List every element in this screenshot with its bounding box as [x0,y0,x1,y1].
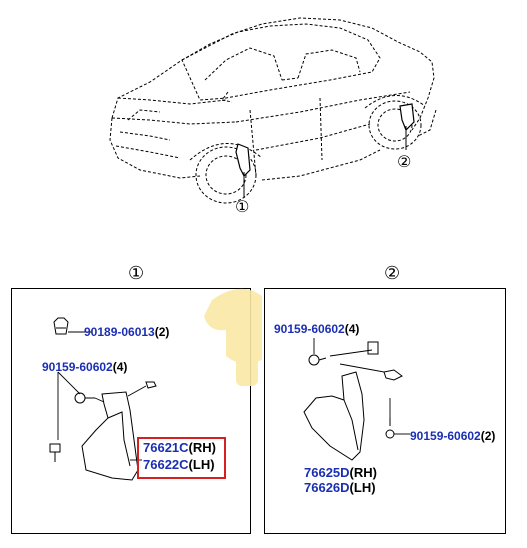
part-76622C-lh[interactable]: 76622C(LH) [143,457,215,472]
callout-front-mudflap: ① [235,197,250,216]
part-76626D-lh[interactable]: 76626D(LH) [304,480,376,495]
panel-1-label: ① [128,263,145,284]
panel-2-label: ② [384,263,401,284]
callout-rear-mudflap: ② [397,152,412,171]
part-76625D-rh[interactable]: 76625D(RH) [304,465,377,480]
panel-1 [11,288,251,534]
highlight-box [137,437,226,479]
part-90159-60602-panel2-bottom[interactable]: 90159-60602(2) [410,429,496,443]
part-90159-60602-panel2-top[interactable]: 90159-60602(4) [274,322,360,336]
part-76621C-rh[interactable]: 76621C(RH) [143,440,216,455]
part-90189-06013[interactable]: 90189-06013(2) [84,325,170,339]
panel-2 [264,288,506,534]
part-90159-60602-panel1[interactable]: 90159-60602(4) [42,360,128,374]
